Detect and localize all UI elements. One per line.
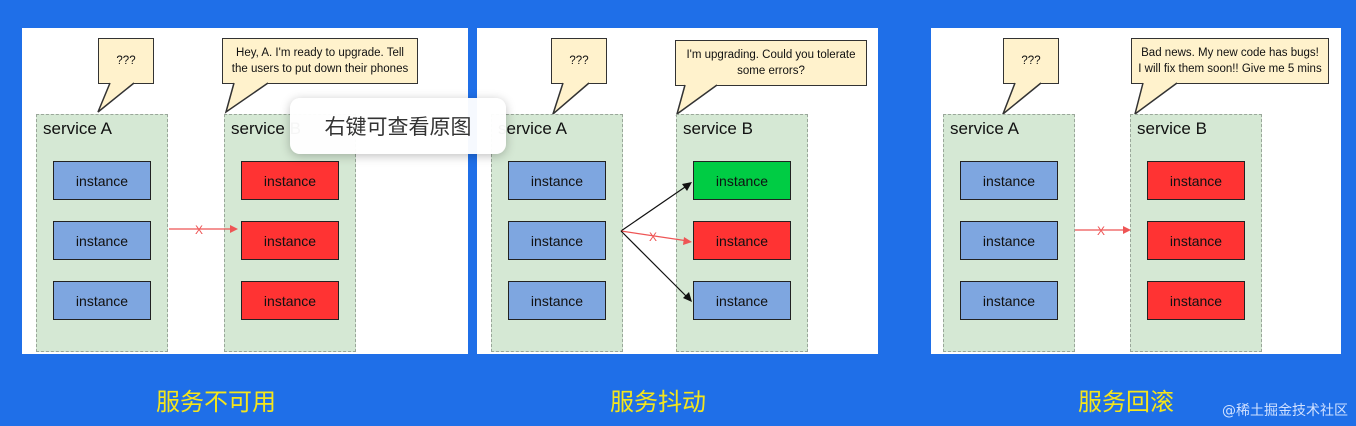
speech-bubble-a: ??? <box>98 38 154 84</box>
speech-bubble-b: Bad news. My new code has bugs! I will f… <box>1131 38 1329 84</box>
speech-bubble-b: Hey, A. I'm ready to upgrade. Tell the u… <box>222 38 418 84</box>
diagram-panel-jitter: ??? I'm upgrading. Could you tolerate so… <box>477 28 878 354</box>
caption-rollback: 服务回滚 <box>1078 388 1174 416</box>
bubble-b-text: I'm upgrading. Could you tolerate some e… <box>686 49 856 77</box>
caption-unavailable: 服务不可用 <box>156 388 276 416</box>
routing-arrows: X <box>620 182 692 302</box>
bubble-a-text: ??? <box>1021 55 1041 67</box>
service-a-instance-2: instance <box>960 221 1058 260</box>
speech-bubble-b: I'm upgrading. Could you tolerate some e… <box>675 40 867 86</box>
arrow-mark: X <box>649 230 657 244</box>
service-a-label: service A <box>950 119 1019 138</box>
watermark: @稀土掘金技术社区 <box>1222 403 1348 419</box>
service-b-instance-2: instance <box>693 221 791 260</box>
service-a-instance-2: instance <box>508 221 606 260</box>
service-a-instance-2: instance <box>53 221 151 260</box>
service-b-label: service B <box>683 119 753 138</box>
service-a-box: service A instance instance instance <box>36 114 168 352</box>
service-a-instance-1: instance <box>53 161 151 200</box>
bubble-b-text: Hey, A. I'm ready to upgrade. Tell the u… <box>231 47 409 75</box>
bubble-a-text: ??? <box>116 55 136 67</box>
service-b-instance-1: instance <box>693 161 791 200</box>
service-b-box: service B instance instance instance <box>1130 114 1262 352</box>
arrow-mark: X <box>195 223 203 237</box>
context-menu-view-original[interactable]: 右键可查看原图 <box>290 98 506 154</box>
blocked-arrow: X <box>1075 224 1131 238</box>
diagram-panel-unavailable: ??? Hey, A. I'm ready to upgrade. Tell t… <box>22 28 468 354</box>
service-a-box: service A instance instance instance <box>943 114 1075 352</box>
speech-bubble-a: ??? <box>1003 38 1059 84</box>
service-b-instance-2: instance <box>1147 221 1245 260</box>
service-a-instance-3: instance <box>508 281 606 320</box>
service-a-instance-3: instance <box>53 281 151 320</box>
blocked-arrow: X <box>169 223 238 237</box>
service-b-instance-3: instance <box>241 281 339 320</box>
service-b-instance-1: instance <box>241 161 339 200</box>
service-a-label: service A <box>43 119 112 138</box>
bubble-a-tail <box>97 82 135 113</box>
service-b-box: service B instance instance instance <box>676 114 808 352</box>
service-b-instance-3: instance <box>1147 281 1245 320</box>
service-b-instance-3: instance <box>693 281 791 320</box>
service-b-instance-1: instance <box>1147 161 1245 200</box>
service-b-label: service B <box>231 119 301 138</box>
service-b-instance-2: instance <box>241 221 339 260</box>
service-b-label: service B <box>1137 119 1207 138</box>
diagram-panel-rollback: ??? Bad news. My new code has bugs! I wi… <box>931 28 1341 354</box>
service-a-instance-3: instance <box>960 281 1058 320</box>
service-a-instance-1: instance <box>508 161 606 200</box>
service-a-instance-1: instance <box>960 161 1058 200</box>
service-a-box: service A instance instance instance <box>491 114 623 352</box>
bubble-b-text: Bad news. My new code has bugs! I will f… <box>1138 47 1322 75</box>
service-a-label: service A <box>498 119 567 138</box>
bubble-a-text: ??? <box>569 55 589 67</box>
bubble-b-tail <box>224 82 269 114</box>
arrow-mark: X <box>1097 224 1105 238</box>
caption-jitter: 服务抖动 <box>610 388 706 416</box>
context-menu-label[interactable]: 右键可查看原图 <box>324 115 472 139</box>
